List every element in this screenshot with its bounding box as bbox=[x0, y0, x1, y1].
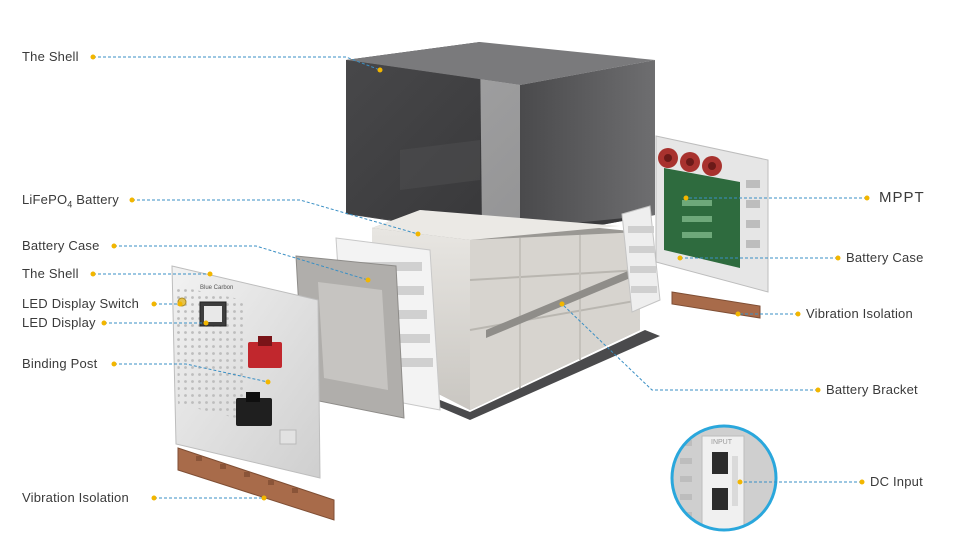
label-shell-left: The Shell bbox=[22, 266, 79, 281]
label-lifepo4-prefix: LiFePO bbox=[22, 192, 68, 207]
label-shell-top: The Shell bbox=[22, 49, 79, 64]
label-battery-case-right: Battery Case bbox=[846, 250, 924, 265]
label-led-display-switch: LED Display Switch bbox=[22, 296, 140, 311]
vibration-isolation-left bbox=[177, 447, 335, 521]
front-panel: Blue Carbon bbox=[171, 265, 321, 479]
leader-lines bbox=[93, 56, 867, 499]
label-dc-input: DC Input bbox=[870, 474, 923, 489]
label-lifepo4-sub: 4 bbox=[67, 199, 73, 210]
dc-input-inset: INPUT bbox=[670, 424, 778, 532]
panel-brand-text: Blue Carbon bbox=[200, 285, 233, 291]
label-led-display: LED Display bbox=[22, 315, 96, 330]
battery-bracket-plate bbox=[295, 255, 405, 419]
mppt-board bbox=[655, 135, 769, 293]
binding-post-red bbox=[248, 342, 282, 368]
inset-input-text: INPUT bbox=[711, 439, 733, 446]
label-battery-case-left: Battery Case bbox=[22, 238, 100, 253]
label-binding-post: Binding Post bbox=[22, 356, 98, 371]
leader-lifepo4 bbox=[132, 199, 419, 235]
leader-binding-post bbox=[114, 363, 269, 383]
binding-post-black bbox=[236, 398, 272, 426]
label-lifepo4-suffix: Battery bbox=[72, 192, 119, 207]
label-vibration-isolation-right: Vibration Isolation bbox=[806, 306, 913, 321]
battery-case-right bbox=[621, 205, 661, 313]
leader-dots bbox=[90, 54, 870, 501]
leader-battery-case-left bbox=[114, 245, 369, 281]
label-lifepo4-battery: LiFePO4 Battery bbox=[22, 192, 119, 210]
label-vibration-isolation-left: Vibration Isolation bbox=[22, 490, 129, 505]
leader-battery-bracket bbox=[561, 303, 818, 391]
leader-shell-top bbox=[93, 56, 381, 71]
shell-top bbox=[346, 42, 655, 240]
label-battery-bracket: Battery Bracket bbox=[826, 382, 918, 397]
label-mppt: MPPT bbox=[879, 189, 925, 206]
